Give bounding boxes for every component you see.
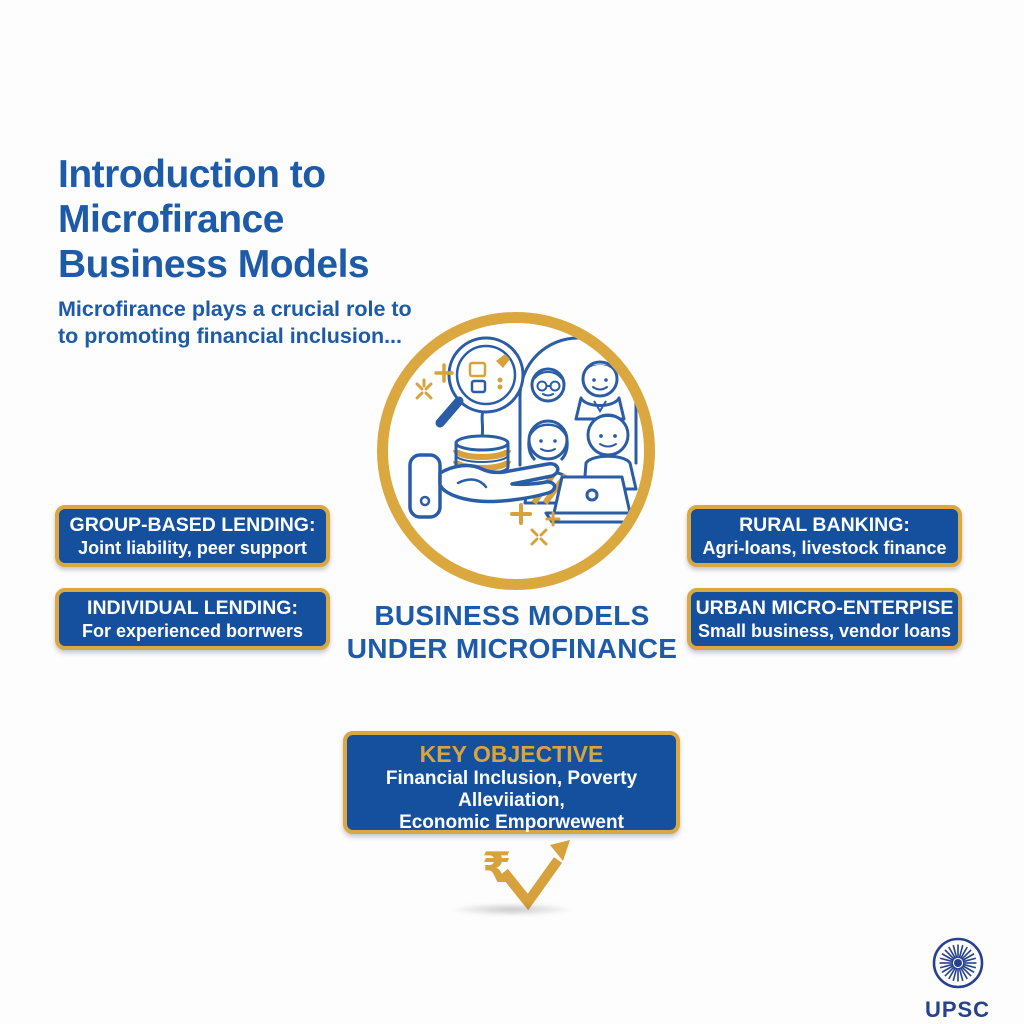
rupee-growth-arrow-icon: ₹ (468, 836, 578, 914)
model-box-subtitle: Joint liability, peer support (78, 537, 307, 558)
key-objective-title: KEY OBJECTIVE (419, 741, 604, 767)
model-box-title: RURAL BANKING: (739, 513, 910, 536)
sparkle-icons (415, 363, 561, 546)
icon-shadow (450, 903, 574, 916)
model-box-rural-banking: RURAL BANKING: Agri-loans, livestock fin… (687, 505, 962, 567)
page-subtitle: Microfirance plays a crucial role to to … (58, 296, 458, 350)
model-box-title: GROUP-BASED LENDING: (69, 513, 316, 536)
central-illustration-circle (377, 312, 655, 590)
page-title-line: Introduction to (58, 153, 326, 196)
magnifier-icon (435, 336, 525, 428)
key-objective-line: Alleviiation, (458, 790, 565, 811)
key-objective-line: Economic Emporwewent (399, 812, 624, 833)
model-box-title: URBAN MICRO-ENTERPISE (695, 596, 954, 619)
key-objective-line: Financial Inclusion, Poverty (385, 768, 638, 789)
family-man-icon (574, 360, 626, 421)
model-box-individual-lending: INDIVIDUAL LENDING: For experienced borr… (55, 588, 330, 650)
laptop-icon (544, 475, 640, 524)
model-box-title: INDIVIDUAL LENDING: (87, 596, 298, 619)
model-box-urban-micro-enterprise: URBAN MICRO-ENTERPISE Small business, ve… (687, 588, 962, 650)
family-woman-glasses-icon (530, 367, 566, 403)
page-title: Introduction to Microfirance Business Mo… (58, 152, 438, 287)
microfinance-illustration-icon (408, 336, 640, 546)
center-caption-line: BUSINESS MODELS (374, 600, 650, 631)
page-title-line: Microfirance (58, 198, 284, 241)
model-box-subtitle: Agri-loans, livestock finance (702, 537, 947, 558)
ashoka-chakra-icon (932, 937, 983, 989)
center-caption: BUSINESS MODELS UNDER MICROFINANCE (312, 599, 712, 665)
page-subtitle-line: Microfirance plays a crucial role to (58, 297, 412, 321)
page-subtitle-line: to promoting financial inclusion... (58, 324, 402, 348)
upsc-brand-text: UPSC (924, 997, 991, 1022)
model-box-group-based-lending: GROUP-BASED LENDING: Joint liability, pe… (55, 505, 330, 567)
model-box-subtitle: For experienced borrwers (81, 620, 304, 641)
page-title-line: Business Models (58, 243, 370, 286)
upsc-logo: UPSC (915, 935, 1000, 1023)
center-caption-line: UNDER MICROFINANCE (346, 633, 678, 664)
model-box-subtitle: Small business, vendor loans (697, 620, 952, 641)
rupee-symbol: ₹ (482, 843, 511, 892)
key-objective-box: KEY OBJECTIVE Financial Inclusion, Pover… (343, 731, 680, 834)
